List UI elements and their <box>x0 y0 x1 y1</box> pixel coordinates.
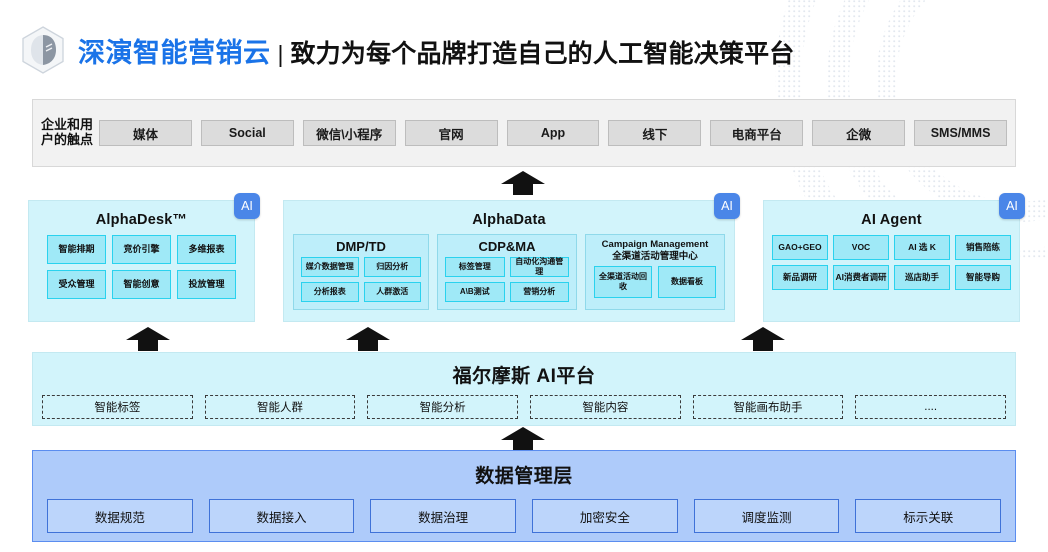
touchpoints-band: 企业和用户的触点 媒体 Social 微信\小程序 官网 App 线下 电商平台… <box>32 99 1016 167</box>
data-layer-items: 数据规范 数据接入 数据治理 加密安全 调度监测 标示关联 <box>33 488 1015 533</box>
product-row: AI AlphaDesk™ 智能排期 竞价引擎 多维报表 受众管理 智能创意 投… <box>28 193 1025 322</box>
data-layer-item[interactable]: 数据规范 <box>47 499 193 533</box>
alphadesk-cell[interactable]: 竞价引擎 <box>112 235 171 264</box>
group-campaign-management: Campaign Management 全渠道活动管理中心 全渠道活动回收 数据… <box>585 234 725 310</box>
group-cell[interactable]: 营销分析 <box>509 282 569 302</box>
alphadesk-cell[interactable]: 投放管理 <box>177 270 236 299</box>
platform-item[interactable]: 智能内容 <box>530 395 681 419</box>
arrow-up-to-alphadata <box>346 327 390 351</box>
touchpoint-item[interactable]: 线下 <box>608 120 702 146</box>
group-cells: 全渠道活动回收 数据看板 <box>586 265 724 305</box>
touchpoint-item[interactable]: SMS/MMS <box>914 120 1008 146</box>
platform-item[interactable]: 智能分析 <box>367 395 519 419</box>
group-cell[interactable]: 人群激活 <box>363 282 421 302</box>
platform-item[interactable]: 智能画布助手 <box>692 395 844 419</box>
brand-logo-icon <box>20 25 66 75</box>
platform-item[interactable]: 智能标签 <box>42 395 193 419</box>
alphadata-groups: DMP/TD 媒介数据管理 归因分析 分析报表 人群激活 CDP&MA 标签管理… <box>284 228 734 310</box>
arrow-up-to-touchpoints <box>501 171 545 195</box>
data-layer-item[interactable]: 数据接入 <box>208 499 355 533</box>
touchpoint-item[interactable]: 电商平台 <box>710 120 804 146</box>
ai-badge-icon: AI <box>999 193 1025 219</box>
alphadesk-cell[interactable]: 多维报表 <box>177 235 236 264</box>
panel-title-ai-agent: AI Agent <box>861 212 922 228</box>
data-layer-item[interactable]: 加密安全 <box>532 499 678 533</box>
touchpoint-item[interactable]: 企微 <box>812 120 906 146</box>
panel-alphadesk: AI AlphaDesk™ 智能排期 竞价引擎 多维报表 受众管理 智能创意 投… <box>28 193 260 322</box>
platform-title: 福尔摩斯 AI平台 <box>452 366 596 387</box>
group-dmp-td: DMP/TD 媒介数据管理 归因分析 分析报表 人群激活 <box>293 234 429 310</box>
group-title: CDP&MA <box>478 239 536 254</box>
data-layer-band: 数据管理层 数据规范 数据接入 数据治理 加密安全 调度监测 标示关联 <box>32 450 1016 542</box>
title-separator: | <box>277 40 284 67</box>
ai-agent-cell[interactable]: 巡店助手 <box>894 265 950 290</box>
panel-alphadata: AI AlphaData DMP/TD 媒介数据管理 归因分析 分析报表 人群激… <box>283 193 740 322</box>
data-layer-item[interactable]: 标示关联 <box>855 499 1002 533</box>
alphadesk-cell[interactable]: 智能创意 <box>112 270 171 299</box>
group-cell[interactable]: 自动化沟通管理 <box>509 257 569 277</box>
ai-agent-cells: GAO+GEO VOC AI 选 K 销售陪练 新品调研 AI消费者调研 巡店助… <box>764 228 1019 290</box>
group-cell[interactable]: A\B测试 <box>445 282 505 302</box>
group-cell[interactable]: 分析报表 <box>301 282 359 302</box>
touchpoint-item[interactable]: 官网 <box>404 120 498 146</box>
group-title-en: Campaign Management <box>601 239 709 250</box>
group-title-cn: 全渠道活动管理中心 <box>612 250 698 262</box>
data-layer-item[interactable]: 数据治理 <box>370 499 517 533</box>
panel-title-alphadata: AlphaData <box>472 212 546 228</box>
ai-agent-cell[interactable]: 智能导购 <box>955 265 1011 290</box>
platform-items: 智能标签 智能人群 智能分析 智能内容 智能画布助手 .... <box>33 388 1015 419</box>
touchpoint-item[interactable]: 微信\小程序 <box>302 120 396 146</box>
arrow-up-to-platform <box>501 427 545 451</box>
group-title: Campaign Management 全渠道活动管理中心 <box>586 235 724 266</box>
group-cdp-ma: CDP&MA 标签管理 自动化沟通管理 A\B测试 营销分析 <box>437 234 577 310</box>
ai-agent-cell[interactable]: 新品调研 <box>772 265 828 290</box>
page-header: 深演智能营销云 | 致力为每个品牌打造自己的人工智能决策平台 <box>20 24 795 76</box>
data-layer-item[interactable]: 调度监测 <box>693 499 840 533</box>
group-cell[interactable]: 全渠道活动回收 <box>594 265 652 298</box>
alphadesk-cells: 智能排期 竞价引擎 多维报表 受众管理 智能创意 投放管理 <box>29 228 254 299</box>
ai-agent-cell[interactable]: VOC <box>833 235 889 260</box>
platform-item[interactable]: 智能人群 <box>204 395 356 419</box>
touchpoint-item[interactable]: Social <box>200 120 294 146</box>
group-cell[interactable]: 标签管理 <box>445 257 505 277</box>
touchpoint-item[interactable]: App <box>506 120 600 146</box>
panel-title-alphadesk: AlphaDesk™ <box>95 212 188 228</box>
touchpoints-list: 媒体 Social 微信\小程序 官网 App 线下 电商平台 企微 SMS/M… <box>93 120 1015 146</box>
data-layer-title: 数据管理层 <box>475 466 573 487</box>
alphadesk-cell[interactable]: 智能排期 <box>47 235 106 264</box>
group-title: DMP/TD <box>336 239 386 254</box>
ai-agent-cell[interactable]: AI 选 K <box>894 235 950 260</box>
ai-badge-icon: AI <box>234 193 260 219</box>
group-cells: 媒介数据管理 归因分析 分析报表 人群激活 <box>294 257 428 309</box>
group-cells: 标签管理 自动化沟通管理 A\B测试 营销分析 <box>438 257 576 309</box>
ai-agent-cell[interactable]: GAO+GEO <box>772 235 828 260</box>
touchpoints-label: 企业和用户的触点 <box>41 117 94 147</box>
panel-ai-agent: AI AI Agent GAO+GEO VOC AI 选 K 销售陪练 新品调研… <box>763 193 1025 322</box>
platform-item[interactable]: .... <box>855 395 1007 419</box>
page-tagline: 致力为每个品牌打造自己的人工智能决策平台 <box>290 39 795 68</box>
ai-badge-icon: AI <box>714 193 740 219</box>
platform-band: 福尔摩斯 AI平台 智能标签 智能人群 智能分析 智能内容 智能画布助手 ...… <box>32 352 1016 426</box>
touchpoint-item[interactable]: 媒体 <box>99 120 192 146</box>
brand-name: 深演智能营销云 <box>78 37 271 68</box>
ai-agent-cell[interactable]: 销售陪练 <box>955 235 1011 260</box>
alphadesk-cell[interactable]: 受众管理 <box>47 270 106 299</box>
group-cell[interactable]: 归因分析 <box>363 257 421 277</box>
arrow-up-to-ai-agent <box>741 327 785 351</box>
ai-agent-cell[interactable]: AI消费者调研 <box>833 265 889 290</box>
arrow-up-to-alphadesk <box>126 327 170 351</box>
group-cell[interactable]: 媒介数据管理 <box>301 257 359 277</box>
group-cell[interactable]: 数据看板 <box>658 265 716 298</box>
